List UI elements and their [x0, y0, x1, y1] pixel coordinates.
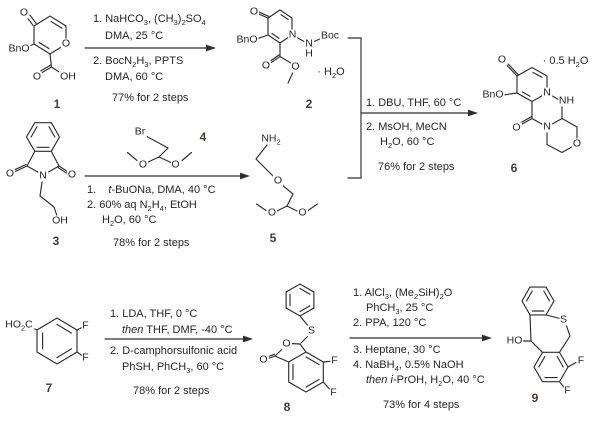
compound-8-structure [266, 283, 331, 393]
step5-yield: 73% for 4 steps [383, 399, 460, 411]
atom-label-bno: BnO [481, 88, 505, 101]
compound-number-7: 7 [45, 381, 53, 395]
atom-label-n: N [38, 169, 48, 182]
atom-label-o: O [248, 5, 260, 18]
atom-label-n: N [542, 86, 552, 99]
step5-condition-line: PhCH3, 25 °C [366, 302, 434, 317]
step2-condition-line: 1. DBU, THF, 60 °C [366, 97, 462, 109]
step4-condition-line: then THF, DMF, -40 °C [122, 324, 233, 336]
atom-label-oh: OH [59, 69, 77, 83]
step5-condition-line: 1. AlCl3, (Me2SiH)2O [353, 287, 453, 302]
atom-label-o: O [18, 6, 30, 19]
step2-condition-line: 2. MsOH, MeCN [366, 121, 447, 133]
atom-label-o: O [272, 173, 284, 187]
atom-label-f: F [81, 319, 90, 332]
atom-label-o: O [281, 336, 292, 350]
atom-label-f: F [330, 354, 339, 367]
step1-condition-line: 1. NaHCO3, (CH3)2SO4 [93, 13, 206, 28]
atom-label-f: F [329, 385, 338, 399]
compound-number-6: 6 [510, 161, 518, 175]
atom-label-f: F [81, 351, 90, 364]
atom-label-br: Br [133, 124, 147, 138]
atom-label-o: O [496, 53, 508, 66]
atom-label-h: H [304, 47, 314, 60]
step3-condition-line: 2. 60% aq N2H4, EtOH [87, 199, 197, 214]
atom-label-s: S [558, 312, 569, 326]
step4-yield: 78% for 2 steps [133, 385, 210, 397]
atom-label-boc: Boc [319, 29, 341, 42]
compound-number-2: 2 [305, 97, 313, 111]
step1-condition-line: 2. BocN2H3, PPTS [93, 55, 184, 70]
atom-label-f: F [576, 354, 586, 367]
atom-label-nh: NH [557, 93, 576, 107]
atom-label-o: O [60, 37, 72, 50]
compound-7-structure [27, 317, 83, 365]
compound-5-structure [255, 144, 319, 212]
compound-number-9: 9 [531, 391, 539, 405]
atom-label-ho: HO [505, 334, 524, 347]
compound-6-structure [504, 63, 578, 154]
atom-label-o: O [137, 157, 149, 171]
atom-label-o: O [297, 206, 308, 219]
reaction-arrow-1 [84, 44, 216, 52]
merge-bracket [347, 37, 362, 179]
atom-label-bno: BnO [235, 33, 259, 46]
atom-label-o: O [258, 353, 269, 366]
step5-condition-line: then i-PrOH, H2O, 40 °C [366, 374, 485, 389]
atom-label-n: N [304, 37, 314, 50]
atom-label-bno: BnO [7, 42, 31, 55]
atom-label-o: O [260, 59, 272, 72]
atom-label-n: N [542, 120, 552, 133]
atom-label-o: O [4, 167, 16, 180]
atom-label-o: O [31, 69, 43, 83]
step5-condition-line: 4. NaBH4, 0.5% NaOH [353, 359, 464, 374]
compound-number-8: 8 [283, 399, 291, 414]
atom-label-o: O [266, 206, 278, 219]
step3-condition-line: 1. t-BuONa, DMA, 40 °C [87, 184, 216, 196]
atom-label-oh: OH [51, 213, 69, 227]
reaction-arrow-2 [84, 172, 250, 180]
atom-label-ho2c: HO2C [4, 317, 34, 333]
step2-condition-line: H2O, 60 °C [380, 136, 435, 151]
compound-number-1: 1 [53, 97, 61, 111]
hydrate-label: · H2O [317, 66, 345, 81]
atom-label-o: O [66, 167, 78, 181]
atom-label-f: F [563, 384, 572, 397]
atom-label-o: O [571, 136, 583, 150]
reaction-arrow-4 [104, 335, 253, 343]
compound-number-3: 3 [52, 234, 60, 248]
step3-yield: 78% for 2 steps [113, 237, 190, 249]
compound-number-5: 5 [269, 231, 277, 245]
step1-condition-line: DMA, 60 °C [105, 71, 164, 83]
atom-label-o: O [511, 120, 522, 134]
step1-yield: 77% for 2 steps [112, 92, 189, 104]
hydrate-label: · 0.5 H2O [542, 54, 589, 69]
compound-number-4: 4 [199, 129, 207, 144]
step5-condition-line: 3. Heptane, 30 °C [353, 344, 441, 356]
compound-9-structure [521, 286, 577, 389]
atom-label-o: O [170, 157, 181, 171]
step4-condition-line: 1. LDA, THF, 0 °C [110, 308, 198, 320]
step5-condition-line: 2. PPA, 120 °C [353, 317, 427, 329]
step3-condition-line: H2O, 60 °C [102, 214, 157, 229]
step1-condition-line: DMA, 25 °C [105, 30, 164, 42]
step2-yield: 76% for 2 steps [378, 161, 455, 173]
atom-label-nh2: NH2 [260, 132, 282, 147]
reaction-arrow-3 [360, 109, 478, 117]
compound-4-structure [126, 135, 193, 164]
step4-condition-line: PhSH, PhCH3, 60 °C [122, 361, 225, 376]
step4-condition-line: 2. D-camphorsulfonic acid [110, 345, 238, 357]
atom-label-o: O [290, 59, 301, 73]
atom-label-n: N [287, 28, 298, 41]
reaction-arrow-5 [349, 334, 492, 342]
atom-label-s: S [306, 323, 317, 337]
